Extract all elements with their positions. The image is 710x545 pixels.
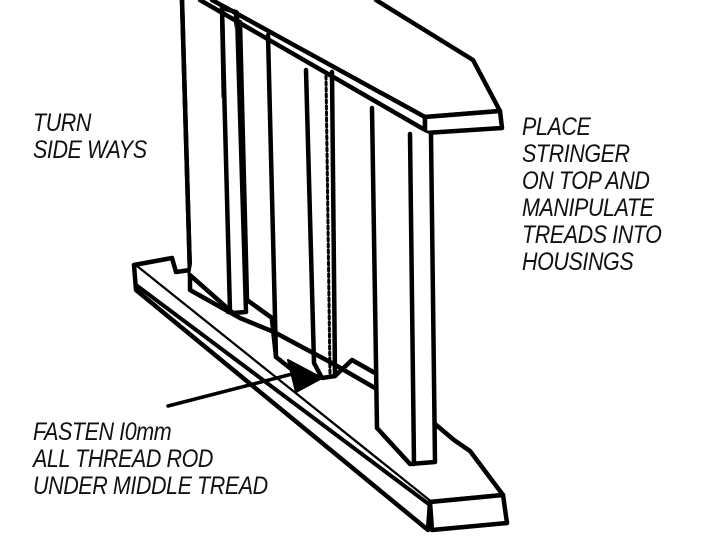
label-line: SIDE WAYS <box>33 136 147 164</box>
label-line: STRINGER <box>522 140 630 168</box>
label-line: PLACE <box>522 113 591 141</box>
label-line: ALL THREAD ROD <box>33 445 213 473</box>
label-line: MANIPULATE <box>522 194 654 222</box>
label-line: TURN <box>33 109 91 137</box>
top-stringer <box>197 0 505 136</box>
tread-1 <box>179 0 249 316</box>
label-line: HOUSINGS <box>522 248 634 276</box>
fasten-rod-label: FASTEN I0mm ALL THREAD ROD UNDER MIDDLE … <box>33 419 268 500</box>
label-line: TREADS INTO <box>522 221 662 249</box>
label-line: ON TOP AND <box>522 167 650 195</box>
rod-pointer-arrow <box>166 359 323 408</box>
tread-4 <box>369 105 438 467</box>
turn-sideways-label: TURN SIDE WAYS <box>33 110 147 164</box>
place-stringer-label: PLACE STRINGER ON TOP AND MANIPULATE TRE… <box>522 113 662 276</box>
tread-3 <box>303 67 378 381</box>
label-line: UNDER MIDDLE TREAD <box>33 472 268 500</box>
label-line: FASTEN I0mm <box>33 418 172 446</box>
